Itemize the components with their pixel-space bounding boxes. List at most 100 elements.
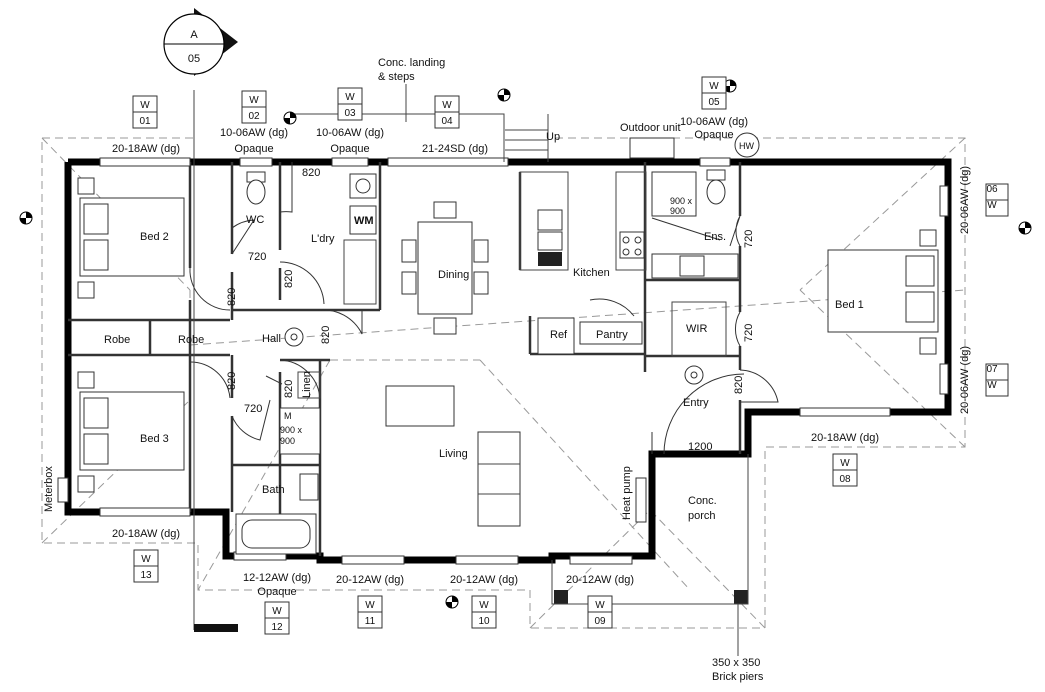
room-labels: Bed 2 Bed 3 Bed 1 WC L'dry WM Dining Kit… (43, 122, 864, 522)
bath-basin (299, 473, 319, 501)
room-wc: WC (246, 214, 264, 226)
window-tag-letter: W (141, 554, 151, 565)
room-bath: Bath (262, 484, 285, 496)
room-living: Living (439, 448, 468, 460)
window-tag-number: 02 (248, 111, 260, 122)
pantry-shelf (579, 321, 643, 345)
window-note: Opaque (330, 143, 369, 155)
window-tag-letter: W (442, 100, 452, 111)
window-spec: 20-18AW (dg) (112, 528, 180, 540)
door-width-labels: 820 720 820 820 820 820 720 820 720 720 … (226, 167, 755, 453)
room-robe-1: Robe (104, 334, 130, 346)
label-hw: HW (739, 141, 754, 151)
label-meterbox: Meterbox (43, 466, 55, 512)
door-width-laundry: 820 (283, 270, 295, 288)
label-ref: Ref (550, 329, 568, 341)
window-w08 (799, 407, 891, 417)
fixtures (57, 84, 939, 656)
window-spec: 20-12AW (dg) (566, 574, 634, 586)
window-tag-number: 11 (365, 616, 376, 627)
window-w03 (331, 157, 369, 167)
window-note: Opaque (234, 143, 273, 155)
ensuite-basin (679, 255, 705, 277)
window-w07 (939, 363, 949, 395)
window-tag-number: 07 (986, 364, 998, 375)
window-tag-letter: W (709, 81, 719, 92)
window-w11 (341, 555, 405, 565)
room-bed2: Bed 2 (140, 231, 169, 243)
window-openings (99, 157, 949, 565)
door-width-front: 1200 (688, 441, 712, 453)
note-shower2-2: 900 (280, 436, 295, 446)
notes: Conc. landing & steps Up 350 x 350 Brick… (280, 57, 764, 683)
door-width-wc-top: 820 (302, 167, 320, 179)
window-spec: 10-06AW (dg) (316, 127, 384, 139)
label-heat-pump: Heat pump (621, 466, 633, 520)
label-pantry: Pantry (596, 329, 628, 341)
washing-machine (349, 205, 377, 235)
window-tag-number: 13 (140, 570, 152, 581)
window-tag-letter: W (140, 100, 150, 111)
room-dining: Dining (438, 269, 469, 281)
label-wm: WM (354, 215, 374, 227)
room-wir: WIR (686, 323, 707, 335)
window-tag-letter: W (479, 600, 489, 611)
window-tag-letter: W (595, 600, 605, 611)
window-w13 (99, 507, 191, 517)
door-width-bed3: 720 (244, 403, 262, 415)
door-width-hall-r: 820 (320, 326, 332, 344)
heat-pump (635, 477, 647, 523)
door-width-wc: 720 (248, 251, 266, 263)
outdoor-unit (629, 137, 675, 159)
window-w05 (699, 157, 731, 167)
window-tag-number: 04 (441, 116, 453, 127)
label-outdoor-unit: Outdoor unit (620, 122, 681, 134)
note-shower2-1: 900 x (280, 425, 303, 435)
room-kitchen: Kitchen (573, 267, 610, 279)
note-piers-2: Brick piers (712, 671, 764, 683)
window-tag-10: W 10 20-12AW (dg) (450, 574, 518, 629)
room-entry: Entry (683, 397, 709, 409)
door-width-hall-l1: 820 (226, 288, 238, 306)
window-tag-number: 10 (478, 616, 490, 627)
room-robe-2: Robe (178, 334, 204, 346)
wc-toilet (246, 179, 266, 205)
dining-table (417, 221, 473, 315)
window-w09 (569, 555, 633, 565)
hot-water (734, 132, 760, 158)
window-spec: 20-12AW (dg) (450, 574, 518, 586)
window-spec: 10-06AW (dg) (220, 127, 288, 139)
window-w01 (99, 157, 191, 167)
brick-pier-left (554, 590, 568, 604)
window-spec: 20-06AW (dg) (959, 166, 971, 234)
door-width-ensuite: 720 (743, 230, 755, 248)
window-spec: 20-12AW (dg) (336, 574, 404, 586)
note-landing-2: & steps (378, 71, 415, 83)
window-spec: 20-06AW (dg) (959, 346, 971, 414)
window-w06 (939, 185, 949, 217)
window-tag-number: 03 (344, 108, 356, 119)
window-tag-number: 12 (271, 622, 283, 633)
datum-markers (19, 79, 1032, 609)
window-tag-number: 08 (839, 474, 851, 485)
window-w10 (455, 555, 519, 565)
window-spec: 20-18AW (dg) (112, 143, 180, 155)
room-bed1: Bed 1 (835, 299, 864, 311)
window-note: Opaque (257, 586, 296, 598)
door-width-wir: 720 (743, 324, 755, 342)
room-bed3: Bed 3 (140, 433, 169, 445)
window-tag-number: 05 (708, 97, 720, 108)
note-shower1-2: 900 (670, 206, 685, 216)
window-tag-number: 01 (139, 116, 151, 127)
window-tag-letter: W (987, 200, 997, 211)
fridge (537, 317, 575, 355)
